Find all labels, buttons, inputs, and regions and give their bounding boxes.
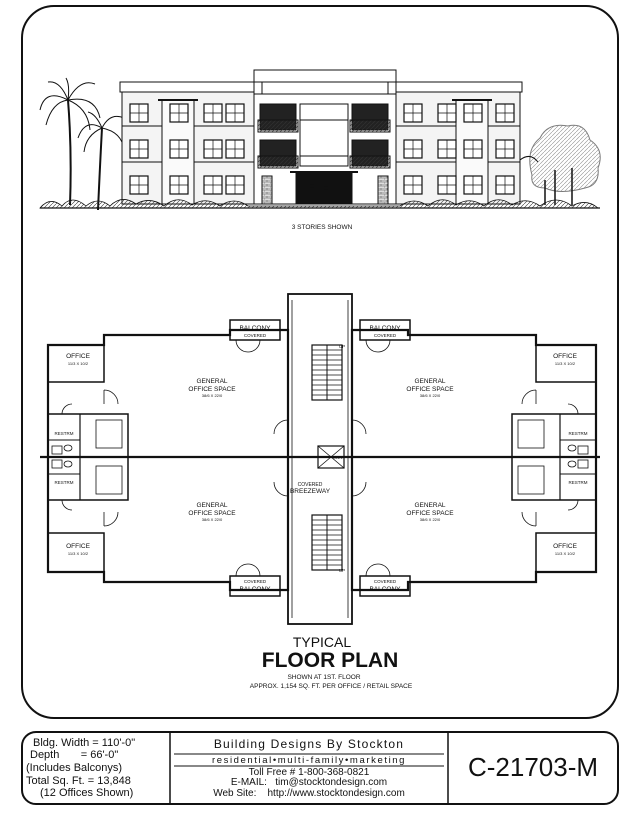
window-mullion — [226, 140, 244, 158]
company-phone: Toll Free # 1-800-368-0821 — [248, 767, 370, 778]
office-bottom-right-label: OFFICE — [553, 543, 577, 550]
front-elevation — [39, 69, 601, 211]
balcony-bottom-left-sub: COVERED — [244, 579, 267, 584]
plan-number: C-21703-M — [467, 752, 599, 782]
plan-labels: BALCONY COVERED BALCONY COVERED COVERED … — [55, 325, 588, 690]
general-top-left-dim: 38/6 X 22/0 — [202, 393, 223, 398]
window-mullion — [438, 104, 456, 122]
office-top-left-dim: 11/3 X 10/2 — [68, 361, 89, 366]
title-block — [21, 731, 619, 805]
spec-depth: Depth = 66'-0" — [30, 749, 119, 761]
window-mullion — [438, 176, 456, 194]
elevator-label: ELEV — [333, 455, 344, 460]
balcony-bottom-right-label: BALCONY — [369, 586, 401, 593]
window-mullion — [404, 176, 422, 194]
window-mullion — [170, 176, 188, 194]
window-mullion — [404, 140, 422, 158]
shrub-line — [39, 199, 600, 209]
company-tagline: residential•multi-family•marketing — [211, 755, 407, 766]
breezeway-line2: BREEZEWAY — [290, 488, 331, 495]
elevation-windows — [129, 103, 515, 195]
window-mullion — [438, 140, 456, 158]
company-web: Web Site: http://www.stocktondesign.com — [213, 788, 405, 799]
office-top-left-label: OFFICE — [66, 353, 90, 360]
central-spine — [287, 293, 353, 625]
plan-sub2: APPROX. 1,154 SQ. FT. PER OFFICE / RETAI… — [250, 683, 413, 690]
palm-tree-left — [39, 77, 125, 211]
window-mullion — [496, 140, 514, 158]
restroom-fixtures-left — [51, 419, 123, 495]
restroom-label-3: RESTRM — [569, 431, 588, 436]
spec-total: Total Sq. Ft. = 13,848 — [26, 775, 131, 787]
window-mullion — [170, 140, 188, 158]
office-top-right-dim: 11/3 X 10/2 — [555, 361, 576, 366]
balcony-top-right-label: BALCONY — [369, 325, 401, 332]
spec-includes: (Includes Balconys) — [26, 762, 122, 774]
window-mullion — [204, 140, 222, 158]
office-top-right-label: OFFICE — [553, 353, 577, 360]
window-mullion — [464, 104, 482, 122]
window-mullion — [130, 104, 148, 122]
balcony-bottom-right-sub: COVERED — [374, 579, 397, 584]
plan-title-small: TYPICAL — [293, 634, 352, 650]
general-bottom-right-dim: 38/6 X 22/0 — [420, 517, 441, 522]
stair-up-top: UP — [339, 344, 345, 349]
general-top-right-dim: 38/6 X 22/0 — [420, 393, 441, 398]
breezeway-line1: COVERED — [298, 482, 323, 488]
window-mullion — [496, 104, 514, 122]
window-mullion — [130, 176, 148, 194]
window-mullion — [130, 140, 148, 158]
restroom-label-2: RESTRM — [55, 480, 74, 485]
restroom-fixtures-right — [517, 419, 589, 495]
floor-plan — [40, 293, 600, 625]
balcony-top-left-label: BALCONY — [239, 325, 271, 332]
tree-right — [515, 124, 601, 205]
company-email: E-MAIL: tim@stocktondesign.com — [230, 777, 388, 788]
restroom-label-4: RESTRM — [569, 480, 588, 485]
restroom-label-1: RESTRM — [55, 431, 74, 436]
spec-offices: (12 Offices Shown) — [40, 787, 134, 799]
window-mullion — [204, 176, 222, 194]
spec-width: Bldg. Width = 110'-0" — [33, 737, 136, 749]
window-mullion — [464, 140, 482, 158]
plan-title-large: FLOOR PLAN — [262, 649, 399, 672]
office-bottom-right-dim: 11/3 X 10/2 — [555, 551, 576, 556]
general-bottom-left-dim: 38/6 X 22/0 — [202, 517, 223, 522]
company-name: Building Designs By Stockton — [213, 737, 405, 751]
stair-up-bottom: UP — [339, 568, 345, 573]
plan-sub1: SHOWN AT 1ST. FLOOR — [287, 674, 360, 681]
window-mullion — [496, 176, 514, 194]
general-top-right-line2: OFFICE SPACE — [406, 386, 454, 393]
elevation-caption: 3 STORIES SHOWN — [292, 224, 353, 231]
general-bottom-left-line1: GENERAL — [196, 502, 227, 509]
general-bottom-right-line1: GENERAL — [414, 502, 445, 509]
general-top-right-line1: GENERAL — [414, 378, 445, 385]
office-bottom-left-label: OFFICE — [66, 543, 90, 550]
right-wing-walls — [350, 328, 598, 592]
general-top-left-line1: GENERAL — [196, 378, 227, 385]
window-mullion — [170, 104, 188, 122]
window-mullion — [226, 104, 244, 122]
window-mullion — [404, 104, 422, 122]
general-bottom-right-line2: OFFICE SPACE — [406, 510, 454, 517]
balcony-top-left-sub: COVERED — [244, 333, 267, 338]
balcony-top-right-sub: COVERED — [374, 333, 397, 338]
window-mullion — [204, 104, 222, 122]
general-bottom-left-line2: OFFICE SPACE — [188, 510, 236, 517]
general-top-left-line2: OFFICE SPACE — [188, 386, 236, 393]
window-mullion — [464, 176, 482, 194]
office-bottom-left-dim: 11/3 X 10/2 — [68, 551, 89, 556]
sheet-frame — [21, 5, 619, 719]
balcony-bottom-left-label: BALCONY — [239, 586, 271, 593]
window-mullion — [226, 176, 244, 194]
elevator — [317, 445, 345, 469]
people — [310, 184, 328, 199]
